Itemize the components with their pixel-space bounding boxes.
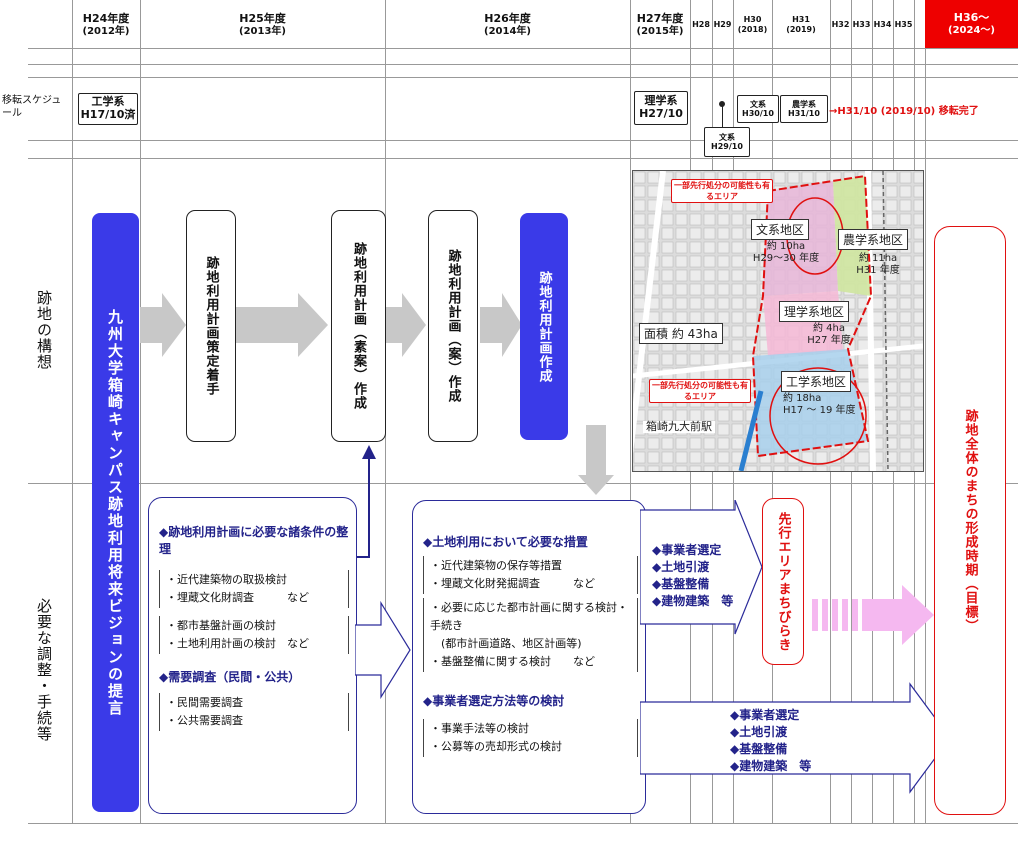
year-header-h34: H34 <box>873 20 892 30</box>
grid-line <box>28 48 1018 49</box>
measures-group-1: ・近代建築物の保存等措置 ・埋蔵文化財発掘調査 など <box>423 556 638 594</box>
year-header-h36: H36～(2024～) <box>925 0 1018 48</box>
step-proposed-plan: 跡地利用計画（案）作成 <box>428 210 478 442</box>
flow-arrows <box>140 293 522 357</box>
step-final-plan: 跡地利用計画作成 <box>520 213 568 440</box>
map-callout-1: 一部先行処分の可能性も有るエリア <box>671 179 773 203</box>
vision-proposal-box: 九州大学箱崎キャンパス跡地利用将来ビジョンの提言 <box>92 213 139 812</box>
year-header-h31: H31(2019) <box>786 15 816 34</box>
measures-heading: ◆土地利用において必要な措置 <box>423 535 588 549</box>
map-label-engineering: 工学系地区 <box>781 371 852 392</box>
year-header-h29: H29 <box>713 20 732 30</box>
row-label-adjust: 必要な調整・手続等 <box>35 598 53 742</box>
conditions-box: ◆跡地利用計画に必要な諸条件の整理 ・近代建築物の取扱検討 ・埋蔵文化財調査 な… <box>148 497 357 814</box>
year-header-h30: H30(2018) <box>737 15 768 34</box>
outline-arrow <box>355 600 411 700</box>
year-header-h26: H26年度(2014年) <box>484 12 531 37</box>
measures-group-2: ・必要に応じた都市計画に関する検討・手続き (都市計画道路、地区計画等) ・基盤… <box>423 598 638 672</box>
pink-arrow <box>812 585 934 645</box>
navy-connector-h <box>355 556 370 558</box>
schedule-row-label: 移転スケジュール <box>2 95 62 119</box>
gray-arrow-1 <box>140 293 186 357</box>
step-draft-plan: 跡地利用計画（素案）作成 <box>331 210 386 442</box>
year-header-h25: H25年度(2013年) <box>239 12 286 37</box>
conditions-group-1: ・近代建築物の取扱検討 ・埋蔵文化財調査 など <box>159 570 349 608</box>
navy-arrowhead <box>362 445 376 459</box>
year-header-h35: H35 <box>894 20 913 30</box>
map-callout-2: 一部先行処分の可能性も有るエリア <box>649 379 751 403</box>
year-header-h33: H33 <box>852 20 871 30</box>
advance-opening-box: 先行エリアまちびらき <box>762 498 804 665</box>
conditions-group-3: ・民間需要調査 ・公共需要調査 <box>159 693 349 731</box>
map-station-label: 箱崎九大前駅 <box>643 421 715 433</box>
grid-line <box>28 823 1018 824</box>
grid-line <box>140 0 141 823</box>
schedule-marker-h29 <box>722 103 723 127</box>
navy-connector-v <box>368 458 370 558</box>
schedule-complete: →H31/10 (2019/10) 移転完了 <box>829 106 979 117</box>
year-header-h32: H32 <box>831 20 850 30</box>
gray-down-arrow <box>578 425 614 495</box>
measures-group-3: ・事業手法等の検討 ・公募等の売却形式の検討 <box>423 719 638 757</box>
selection-method-heading: ◆事業者選定方法等の検討 <box>423 694 565 708</box>
map-label-agriculture: 農学系地区 <box>838 229 909 250</box>
map-label-science: 理学系地区 <box>779 301 850 322</box>
map-label-area: 面積 約 43ha <box>639 323 723 344</box>
grid-line <box>28 158 1018 159</box>
year-header-h28: H28 <box>692 20 710 30</box>
gray-arrow-4 <box>480 293 522 357</box>
goal-box: 跡地全体のまちの形成時期（目標） <box>934 226 1006 815</box>
row-label-vision: 跡地の構想 <box>35 290 53 370</box>
advance-arrow-outline <box>640 500 763 635</box>
full-actions: ◆事業者選定 ◆土地引渡 ◆基盤整備 ◆建物建築 等 <box>730 708 812 773</box>
conditions-group-2: ・都市基盤計画の検討 ・土地利用計画の検討 など <box>159 616 349 654</box>
grid-line <box>28 64 1018 65</box>
long-arrow-outline <box>640 682 951 794</box>
map-label-humanities: 文系地区 <box>751 219 810 240</box>
schedule-marker-dot <box>719 101 725 107</box>
campus-map: 一部先行処分の可能性も有るエリア 一部先行処分の可能性も有るエリア 文系地区 約… <box>632 170 924 472</box>
advance-actions: ◆事業者選定 ◆土地引渡 ◆基盤整備 ◆建物建築 等 <box>652 543 734 608</box>
grid-line <box>28 77 1018 78</box>
measures-box: ◆土地利用において必要な措置 ・近代建築物の保存等措置 ・埋蔵文化財発掘調査 な… <box>412 500 646 814</box>
year-header-h27: H27年度(2015年) <box>636 12 684 37</box>
year-header-h24: H24年度(2012年) <box>82 12 130 37</box>
grid-line <box>72 0 73 823</box>
grid-line <box>925 0 926 823</box>
grid-line <box>28 483 1018 484</box>
conditions-heading: ◆跡地利用計画に必要な諸条件の整理 <box>159 525 349 556</box>
step-plan-start: 跡地利用計画策定着手 <box>186 210 236 442</box>
grid-line <box>630 0 631 823</box>
grid-line <box>28 140 1018 141</box>
gray-arrow-3 <box>383 293 426 357</box>
gray-arrow-2 <box>235 293 328 357</box>
demand-survey-heading: ◆需要調査（民間・公共） <box>159 670 301 684</box>
